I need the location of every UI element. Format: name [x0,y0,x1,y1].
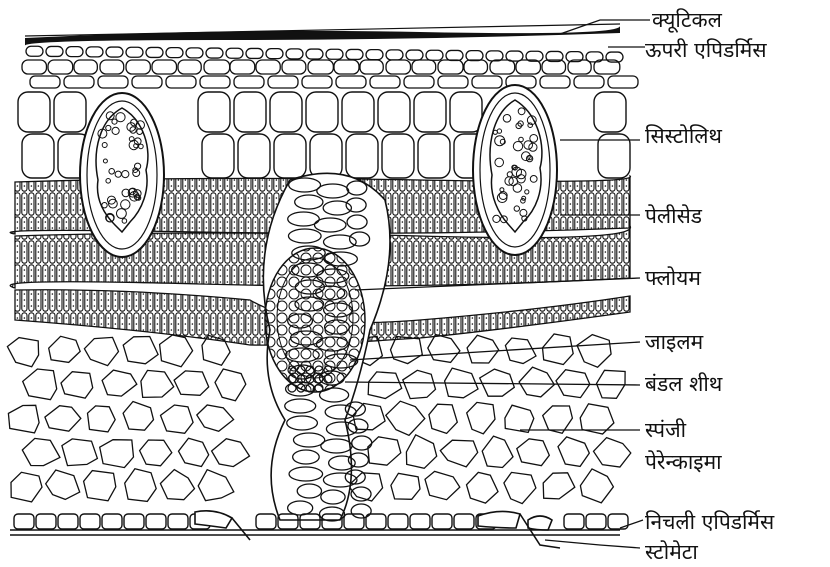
hypodermis-layer [22,60,638,88]
cuticle-layer [25,24,620,46]
cystolith-right [473,85,557,255]
palisade-label: पेलीसेड [645,204,702,228]
bundle-sheath-label: बंडल शीथ [645,372,722,396]
lower-cuticle [10,530,620,535]
lower-epidermis-label: निचली एपिडर्मिस [645,510,774,534]
cuticle-label: क्यूटिकल [652,8,722,32]
cystolith-left [80,93,164,257]
spongy-parenchyma-label-line1: स्पंजी [645,418,686,442]
cystolith-label: सिस्टोलिथ [645,124,722,148]
stomata-label: स्टोमेटा [645,540,698,564]
spongy-parenchyma-label-line2: पेरेन्काइमा [645,450,722,474]
upper-epidermis-label: ऊपरी एपिडर्मिस [645,38,767,62]
vascular-bundle [263,173,390,521]
xylem-label: जाइलम [645,330,703,354]
phloem-label: फ्लोयम [645,266,701,290]
